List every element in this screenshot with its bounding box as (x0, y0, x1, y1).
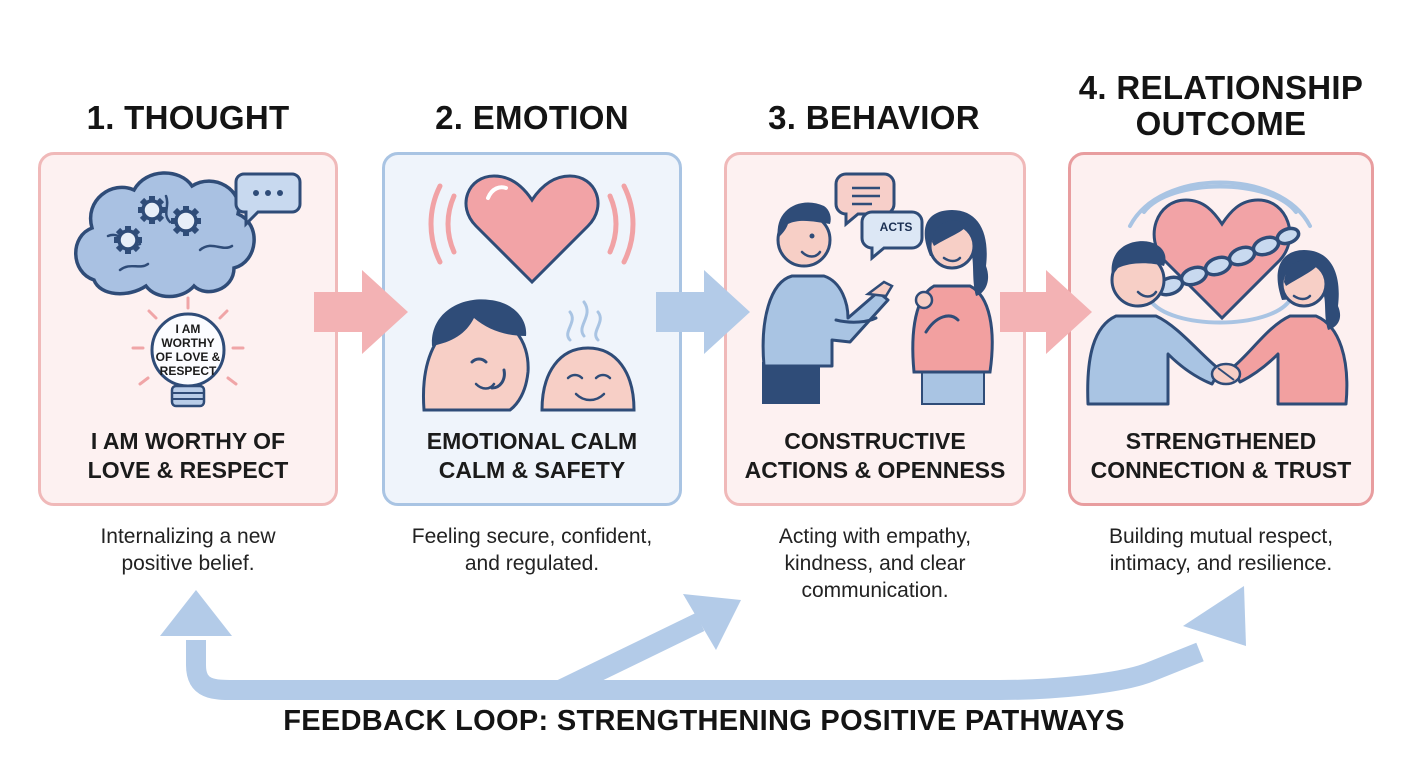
man-handshake-icon (1086, 241, 1222, 406)
stage-3-title: 3. BEHAVIOR (768, 99, 980, 136)
emotion-caption-line2: CALM & SAFETY (438, 457, 626, 483)
feedback-loop-base (186, 640, 1204, 700)
arrow-emotion-to-behavior (656, 270, 750, 354)
outcome-caption-line2: CONNECTION & TRUST (1090, 457, 1352, 483)
smiling-face-icon (540, 346, 636, 412)
feedback-loop-arrows (160, 586, 1246, 700)
outcome-desc-line2: intimacy, and resilience. (1109, 552, 1333, 575)
behavior-caption-line1: CONSTRUCTIVE (784, 428, 966, 454)
bulb-line-3: OF LOVE & (155, 350, 221, 364)
bulb-affirmation: I AM WORTHY OF LOVE & RESPECT (148, 322, 228, 378)
heart-shine (486, 185, 508, 200)
thought-desc-line1: Internalizing a new (100, 525, 276, 548)
bulb-line-4: RESPECT (159, 364, 217, 378)
gear-icon (138, 196, 166, 224)
man-talking-icon (761, 202, 894, 404)
loop-arrow-diagonal-head (683, 594, 741, 650)
stage-4-title: 4. RELATIONSHIP OUTCOME (1068, 70, 1374, 142)
thought-desc-line2: positive belief. (121, 552, 255, 575)
behavior-caption-line2: ACTIONS & OPENNESS (744, 457, 1006, 483)
acts-bubble-label: ACTS (879, 220, 913, 234)
feedback-loop-label: FEEDBACK LOOP: STRENGTHENING POSITIVE PA… (283, 705, 1125, 737)
outcome-description: Building mutual respect, intimacy, and r… (1068, 523, 1374, 577)
outcome-caption: STRENGTHENED CONNECTION & TRUST (1071, 427, 1371, 485)
arrow-thought-to-emotion (314, 270, 408, 354)
bulb-line-2: WORTHY (161, 336, 215, 350)
thought-caption-line2: LOVE & RESPECT (87, 457, 289, 483)
stage-4-title-line1: 4. RELATIONSHIP (1078, 69, 1364, 106)
gear-icon (171, 206, 201, 236)
emotion-description: Feeling secure, confident, and regulated… (382, 523, 682, 577)
behavior-desc-line1: Acting with empathy, (778, 525, 972, 548)
emotion-desc-line2: and regulated. (464, 552, 600, 575)
thought-caption-line1: I AM WORTHY OF (90, 428, 286, 454)
chain-icon (1155, 226, 1301, 297)
thought-description: Internalizing a new positive belief. (38, 523, 338, 577)
behavior-desc-line2: kindness, and clear (784, 552, 966, 575)
outcome-caption-line1: STRENGTHENED (1125, 428, 1317, 454)
emotion-caption-line1: EMOTIONAL CALM (426, 428, 638, 454)
acts-bubble-icon (860, 210, 924, 262)
behavior-description: Acting with empathy, kindness, and clear… (724, 523, 1026, 604)
emotion-caption: EMOTIONAL CALM CALM & SAFETY (385, 427, 679, 485)
outcome-desc-line1: Building mutual respect, (1108, 525, 1334, 548)
behavior-desc-line3: communication. (801, 579, 949, 602)
chat-bubble-icon (234, 172, 302, 228)
woman-handshake-icon (1230, 250, 1349, 406)
gear-icon (114, 226, 142, 254)
calm-face-icon (421, 299, 530, 412)
loop-arrow-diagonal-shaft (555, 613, 705, 699)
stage-1-title: 1. THOUGHT (86, 99, 290, 136)
glow-wave-icon (1128, 180, 1312, 325)
stage-2-title: 2. EMOTION (435, 99, 629, 136)
heart-icon (464, 174, 600, 285)
arrow-behavior-to-outcome (1000, 270, 1092, 354)
loop-arrow-up-left (160, 590, 232, 636)
lightbulb-icon (131, 296, 245, 408)
behavior-caption: CONSTRUCTIVE ACTIONS & OPENNESS (727, 427, 1023, 485)
glow-wave-icon (428, 183, 636, 265)
loop-arrow-up-right (1183, 586, 1246, 646)
brain-icon (74, 171, 256, 299)
emotion-desc-line1: Feeling secure, confident, (411, 525, 653, 548)
steam-icon (566, 300, 602, 342)
handshake-icon (1210, 362, 1242, 386)
bulb-line-1: I AM (175, 322, 201, 336)
woman-talking-icon (911, 210, 994, 405)
stage-4-title-line2: OUTCOME (1135, 105, 1307, 142)
thought-caption: I AM WORTHY OF LOVE & RESPECT (41, 427, 335, 485)
